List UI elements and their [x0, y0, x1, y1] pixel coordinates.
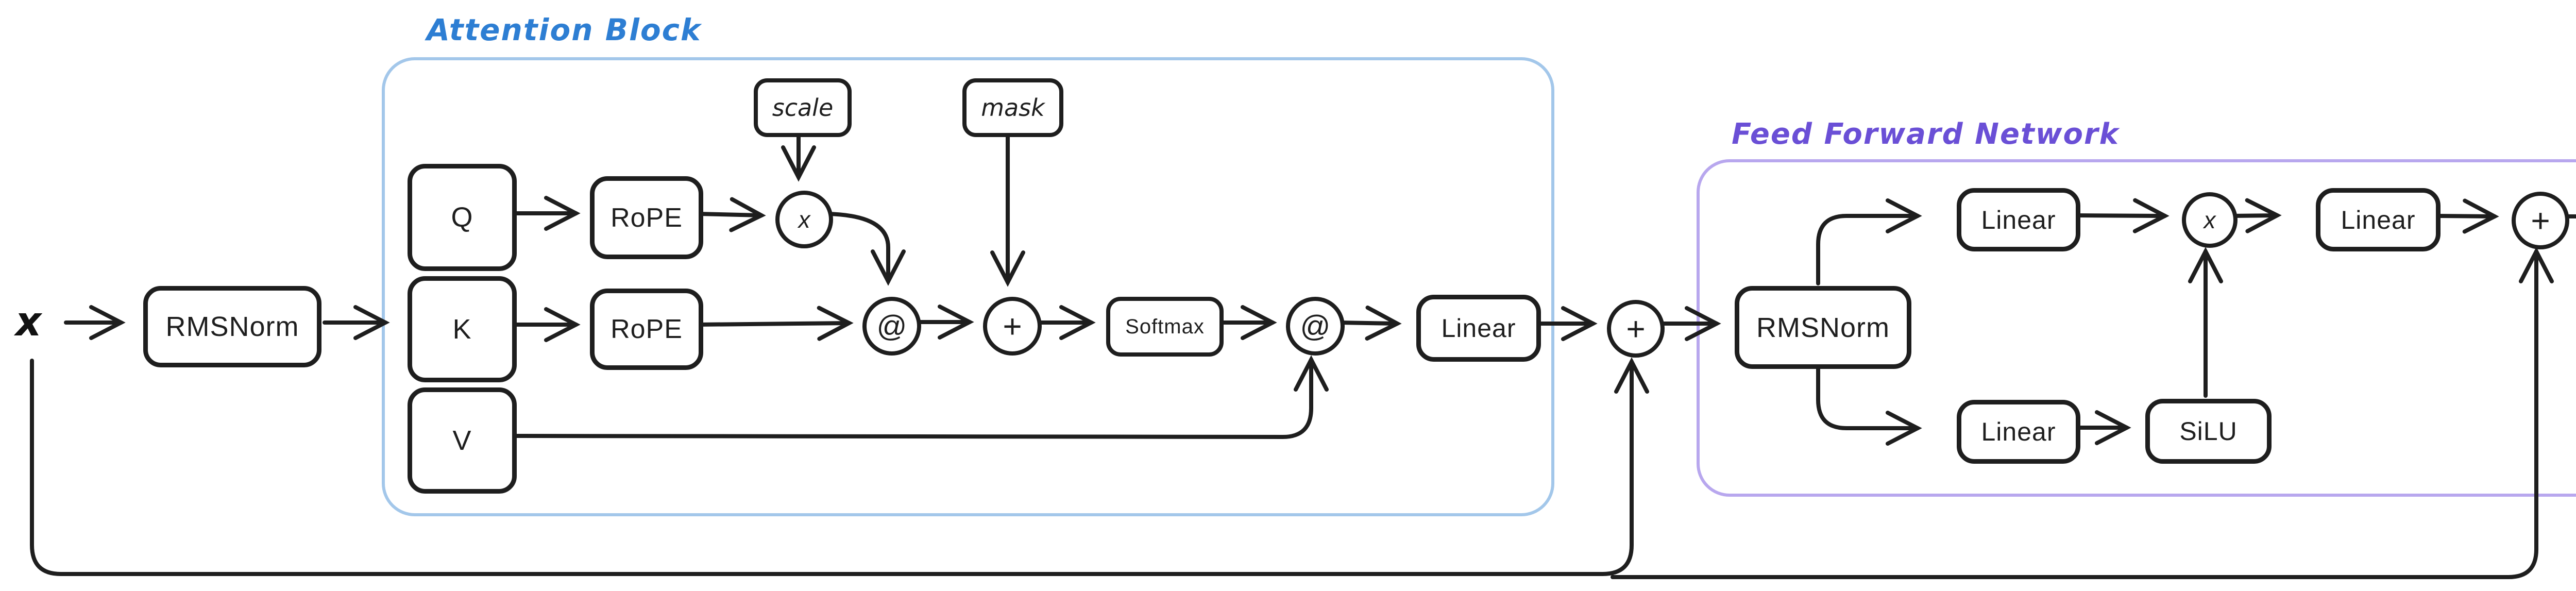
node-scale-multiply: x: [775, 191, 833, 248]
node-ffn-gate-linear: Linear: [1957, 400, 2080, 464]
edge-residual-2: [1611, 247, 2554, 579]
node-residual-add-1: +: [1607, 300, 1665, 358]
node-k-label: K: [452, 314, 472, 345]
edge-rope-to-multiply: [696, 197, 766, 232]
edge-v-to-matmul2: [508, 355, 1329, 440]
node-attn-out-proj: Linear: [1416, 295, 1541, 362]
node-v: V: [408, 387, 517, 494]
node-ffn-out-linear: Linear: [2316, 188, 2441, 251]
node-av-matmul-label: @: [1300, 309, 1331, 343]
node-q-label: Q: [451, 202, 473, 233]
node-q: Q: [408, 164, 517, 271]
ffn-block-title: Feed Forward Network: [1732, 117, 2120, 151]
edge-ffnnorm-to-up: [1816, 198, 1922, 285]
node-silu-label: SiLU: [2179, 417, 2238, 446]
edge-residual-x: [30, 357, 1649, 576]
node-scale-multiply-label: x: [798, 206, 810, 233]
node-residual-add-2-label: +: [2531, 202, 2550, 239]
edge-ffnnorm-to-gate: [1816, 360, 1922, 446]
attention-block-outline: [382, 57, 1554, 516]
node-residual-add-2: +: [2512, 192, 2569, 249]
node-scale: scale: [754, 78, 852, 137]
node-softmax: Softmax: [1106, 297, 1224, 357]
node-rope-q: RoPE: [590, 176, 703, 259]
node-gate-multiply-label: x: [2204, 207, 2216, 233]
node-mask-add: +: [983, 297, 1042, 356]
node-rope-k-label: RoPE: [611, 314, 683, 344]
edge-multiply-to-matmul: [825, 212, 906, 286]
node-ffn-up-linear-label: Linear: [1981, 205, 2056, 234]
node-qk-matmul-label: @: [876, 309, 907, 343]
node-v-label: V: [452, 425, 472, 456]
node-av-matmul: @: [1286, 297, 1345, 356]
edge-ropek-to-matmul: [696, 306, 854, 341]
edge-matmul2-to-linear: [1336, 305, 1402, 341]
node-rmsnorm-ffn: RMSNorm: [1735, 286, 1911, 369]
node-mask-label: mask: [981, 94, 1045, 122]
node-attn-out-proj-label: Linear: [1441, 314, 1516, 343]
node-softmax-label: Softmax: [1125, 315, 1205, 338]
edge-up-to-gatemul: [2074, 198, 2170, 233]
node-scale-label: scale: [772, 94, 834, 122]
node-ffn-out-linear-label: Linear: [2341, 205, 2416, 234]
node-rmsnorm-pre: RMSNorm: [143, 286, 321, 367]
node-gate-multiply: x: [2182, 192, 2238, 248]
node-ffn-gate-linear-label: Linear: [1981, 417, 2056, 446]
node-rmsnorm-pre-label: RMSNorm: [165, 311, 299, 342]
node-mask-add-label: +: [1003, 308, 1022, 345]
node-residual-add-1-label: +: [1626, 310, 1646, 347]
node-ffn-up-linear: Linear: [1957, 188, 2080, 251]
node-mask: mask: [962, 78, 1063, 137]
node-k: K: [408, 276, 517, 382]
edge-gatemul-to-down: [2230, 198, 2282, 233]
node-rmsnorm-ffn-label: RMSNorm: [1756, 312, 1890, 343]
node-qk-matmul: @: [862, 297, 921, 356]
input-label-x: x: [15, 299, 42, 345]
attention-block-title: Attention Block: [427, 12, 702, 47]
node-rope-q-label: RoPE: [611, 202, 683, 233]
node-silu: SiLU: [2145, 399, 2272, 464]
node-rope-k: RoPE: [590, 289, 703, 370]
